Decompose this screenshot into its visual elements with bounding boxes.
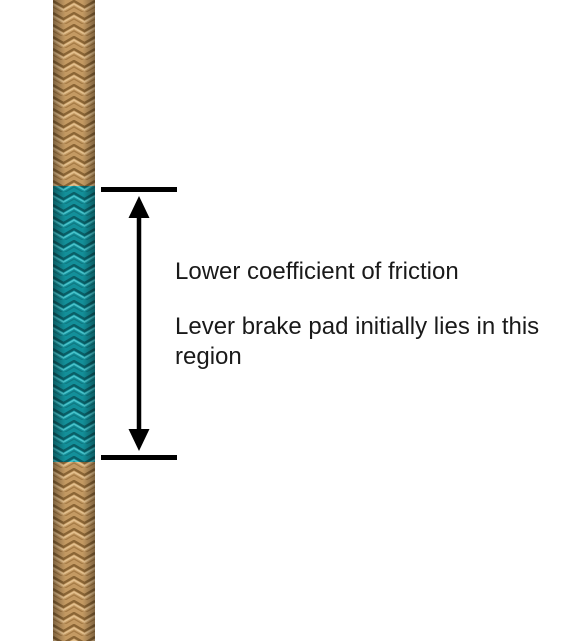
bottom-boundary-marker xyxy=(101,455,177,460)
top-boundary-marker xyxy=(101,187,177,192)
brake-pad-label: Lever brake pad initially lies in this r… xyxy=(175,313,540,370)
rope-shading xyxy=(53,0,95,641)
friction-label: Lower coefficient of friction xyxy=(175,258,459,285)
double-headed-arrow-icon xyxy=(128,196,150,451)
braided-rope-icon xyxy=(53,0,95,641)
